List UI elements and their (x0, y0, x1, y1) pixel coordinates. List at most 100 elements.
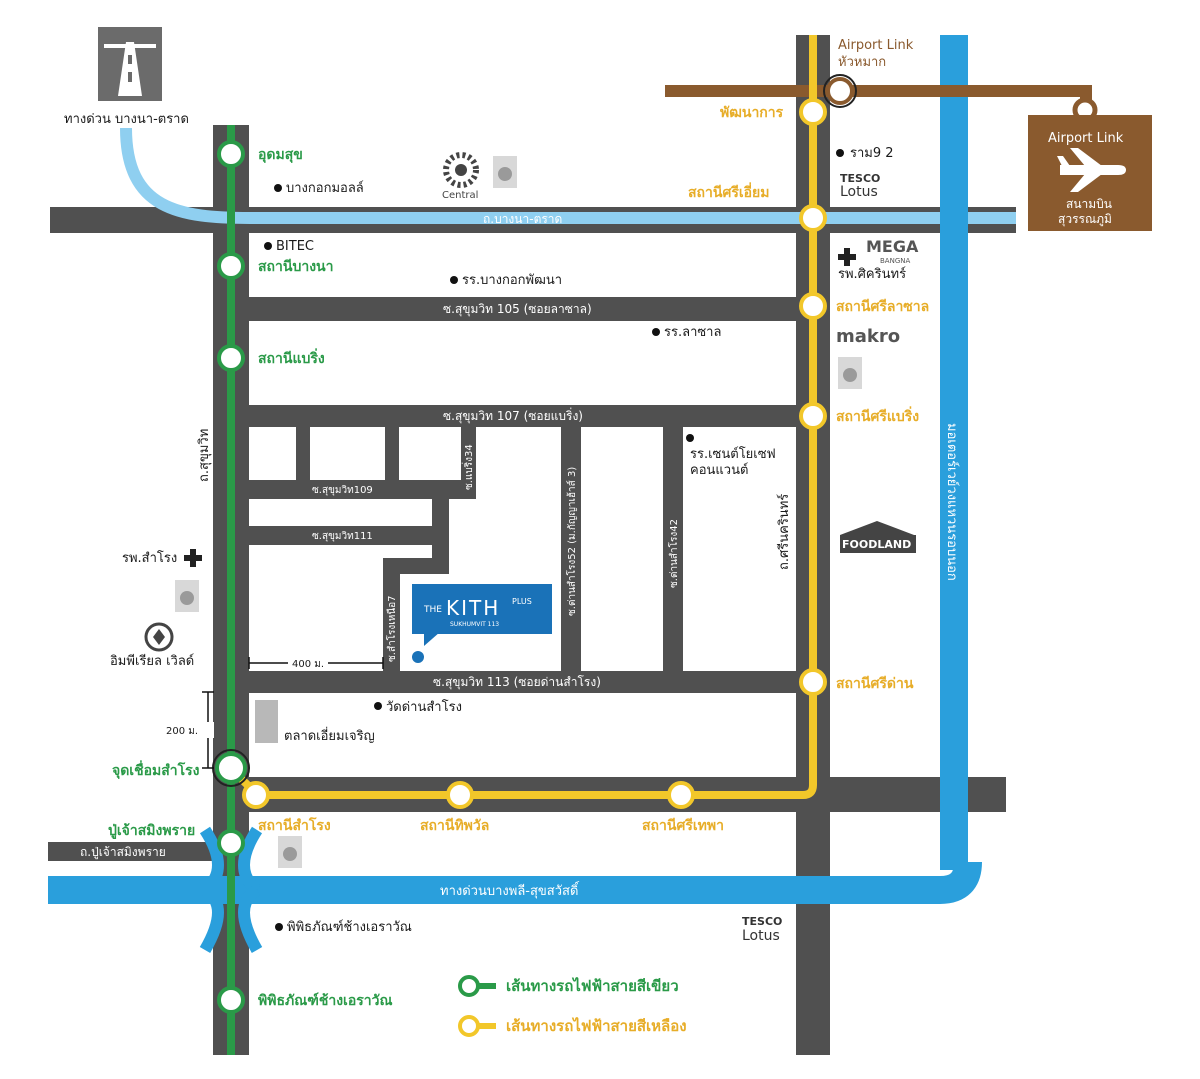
green-line (227, 125, 235, 1055)
yellow-line (229, 35, 817, 799)
hospital-cross-icon-left (184, 549, 202, 567)
label-motorway: ทางด่วน บางนา-ตราด (64, 112, 189, 127)
market-block (255, 700, 278, 743)
label-lotus-bottom: Lotus (742, 928, 780, 944)
station-thipphawan[interactable] (446, 781, 474, 809)
label-lotus-top: Lotus (840, 184, 878, 200)
label-imperial: อิมพีเรียล เวิลด์ (110, 653, 194, 669)
legend-green-icon (458, 975, 496, 997)
station-sri-thepha[interactable] (667, 781, 695, 809)
label-airport-2: สุวรรณภูมิ (1058, 212, 1112, 227)
station-sri-bearing[interactable] (799, 402, 827, 430)
label-dist-400: 400 ม. (292, 659, 324, 670)
label-makro: makro (836, 326, 900, 347)
label-sri-dan: สถานีศรีด่าน (836, 676, 914, 692)
motorway-sign-icon (98, 27, 162, 101)
label-danssamrong42: ซ.ด่านสำโรง42 (667, 519, 680, 588)
label-expressway-outer: มอเตอร์เวย์วงแหวนรอบนอก (944, 423, 960, 581)
bigc-logo-top (493, 156, 517, 188)
station-bangna[interactable] (217, 252, 245, 280)
label-sikarin: รพ.ศิครินทร์ (838, 266, 906, 282)
station-pujao[interactable] (217, 829, 245, 857)
station-erawan[interactable] (217, 986, 245, 1014)
expressways (48, 35, 1016, 954)
label-sri-thepha: สถานีศรีเทพา (642, 818, 724, 834)
label-samrong: สถานีสำโรง (258, 816, 331, 834)
label-foodland: FOODLAND (842, 538, 911, 551)
label-mega-sub: BANGNA (880, 257, 910, 265)
road-network (48, 35, 1016, 1055)
road-pujao (48, 842, 213, 861)
label-samrong-hosp: รพ.สำโรง (122, 550, 177, 566)
label-danssamrong52: ซ.ด่านสำโรง52 (ม.กัญญาเฮ้าส์ 3) (565, 467, 578, 616)
foodland-logo (840, 521, 916, 553)
bigc-logo-makro (838, 357, 862, 389)
label-bitec: BITEC (276, 239, 314, 254)
label-bangna: สถานีบางนา (258, 259, 333, 275)
label-pujao: ถ.ปู่เจ้าสมิงพราย (80, 845, 166, 860)
label-phatthanakan: พัฒนาการ (720, 105, 784, 121)
central-logo (443, 152, 479, 188)
label-udomsuk: อุดมสุข (258, 147, 303, 163)
label-sri-iam: สถานีศรีเอี่ยม (688, 182, 769, 201)
label-mega: MEGA (866, 237, 919, 256)
road-soi113 (249, 671, 796, 693)
label-hua-mak-2: หัวหมาก (838, 55, 886, 70)
road-soi107 (249, 405, 796, 427)
airplane-icon (1057, 148, 1126, 192)
label-central: Central (442, 190, 478, 201)
label-erawan-museum: พิพิธภัณฑ์ช้างเอราวัณ (287, 919, 412, 935)
project-kith: KITH (446, 596, 500, 620)
station-sri-lasalle[interactable] (799, 292, 827, 320)
station-phatthanakan[interactable] (799, 98, 827, 126)
green-stations (212, 140, 250, 1014)
legend-green-label: เส้นทางรถไฟฟ้าสายสีเขียว (506, 976, 679, 995)
label-talad: ตลาดเอี่ยมเจริญ (284, 727, 375, 744)
label-soi113: ซ.สุขุมวิท 113 (ซอยด่านสำโรง) (433, 675, 601, 690)
label-expressway-bangphli: ทางด่วนบางพลี-สุขสวัสดิ์ (440, 881, 580, 899)
label-hua-mak-1: Airport Link (838, 38, 914, 53)
hospital-cross-icon (838, 248, 856, 266)
label-lasalle-school: รร.ลาซาล (664, 325, 721, 340)
label-soi105: ซ.สุขุมวิท 105 (ซอยลาซาล) (443, 302, 592, 317)
label-dist-200: 200 ม. (166, 726, 198, 737)
label-sri-lasalle: สถานีศรีลาซาล (836, 299, 929, 315)
station-bearing[interactable] (217, 344, 245, 372)
label-soi111: ซ.สุขุมวิท111 (312, 531, 373, 542)
expressway-outer-ring (940, 35, 968, 870)
bigc-logo-bottom (278, 836, 302, 868)
label-st-joseph-1: รร.เซนต์โยเซฟ (690, 446, 776, 462)
label-bangkok-pattana: รร.บางกอกพัฒนา (462, 273, 562, 288)
project-the: THE (423, 605, 442, 615)
label-bangna-trat: ถ.บางนา-ตราด (483, 212, 562, 226)
project-plus: PLUS (512, 597, 532, 606)
label-bangkok-mall: บางกอกมอลล์ (286, 180, 364, 196)
station-sri-dan[interactable] (799, 668, 827, 696)
label-srinakarin: ถ.ศรีนครินทร์ (776, 494, 792, 570)
label-thipphawan: สถานีทิพวัล (420, 818, 489, 834)
expressway-bangphli (48, 861, 982, 904)
label-rama9: ราม9 2 (850, 146, 894, 161)
station-sri-iam[interactable] (799, 204, 827, 232)
label-st-joseph-2: คอนแวนต์ (690, 462, 748, 478)
label-bearing34: ซ.แบริ่ง34 (461, 444, 475, 490)
label-erawan-station: พิพิธภัณฑ์ช้างเอราวัณ (258, 992, 392, 1009)
place-dots (264, 149, 844, 931)
label-wat-dan: วัดด่านสำโรง (386, 699, 462, 715)
project-box[interactable] (412, 584, 552, 634)
road-soi105 (249, 297, 796, 321)
bigc-logo-left (175, 580, 199, 612)
station-udomsuk[interactable] (217, 140, 245, 168)
station-samrong-junction[interactable] (215, 752, 247, 784)
label-soi107: ซ.สุขุมวิท 107 (ซอยแบริ่ง) (443, 407, 583, 424)
legend-yellow-label: เส้นทางรถไฟฟ้าสายสีเหลือง (506, 1016, 687, 1035)
label-samrong-nuea7: ซ.สำโรงเหนือ7 (385, 595, 398, 662)
yellow-stations (242, 74, 857, 809)
station-samrong[interactable] (242, 781, 270, 809)
station-hua-mak[interactable] (826, 77, 854, 105)
label-airport-1: สนามบิน (1066, 197, 1112, 211)
project-marker[interactable] (412, 584, 552, 663)
label-tesco-bottom: TESCO (742, 915, 782, 928)
label-bearing: สถานีแบริ่ง (258, 348, 325, 367)
label-soi109: ซ.สุขุมวิท109 (312, 485, 373, 496)
